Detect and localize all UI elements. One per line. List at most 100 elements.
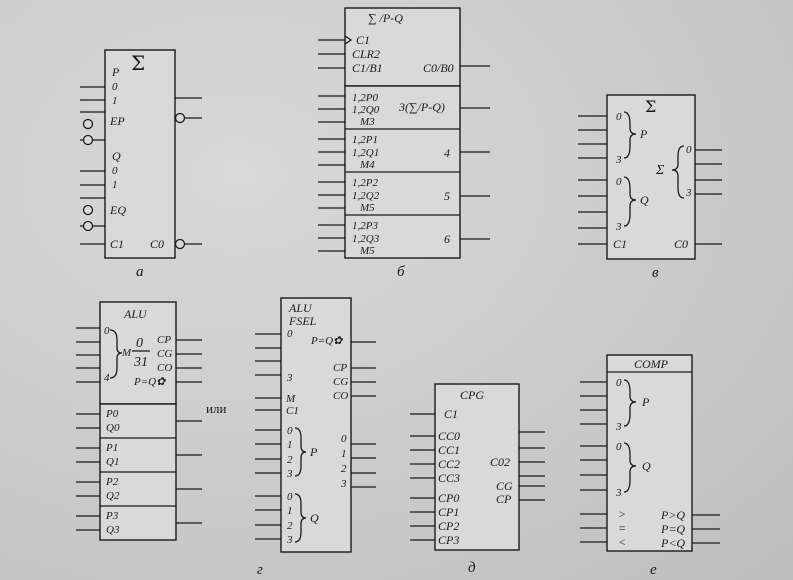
alu-control-block <box>99 301 177 405</box>
v-p0: 0 <box>616 111 622 123</box>
g-p1: P1 <box>105 442 118 454</box>
g-cp: CP <box>157 334 171 346</box>
sec2-l3: M5 <box>359 202 375 214</box>
e-q0: 0 <box>616 441 622 453</box>
section-3: 1,2P3 1,2Q3 M5 6 <box>352 220 450 257</box>
label-p: P <box>111 65 120 79</box>
cpg-title: CPG <box>460 388 484 402</box>
e-q: Q <box>642 459 651 473</box>
cpg-cp1: CP1 <box>438 505 459 519</box>
section-inputs <box>318 95 345 252</box>
cpg-cp0: CP0 <box>438 491 459 505</box>
sigma-symbol: Σ <box>131 51 145 75</box>
cpg-block <box>434 383 520 551</box>
g-cg: CG <box>157 348 172 360</box>
adder-block-v <box>606 94 696 260</box>
diagram-a: Σ P 0 1 EP Q 0 1 EQ C1 C0 а <box>80 49 202 280</box>
sec3-out: 6 <box>444 232 450 246</box>
cpg-outputs <box>519 431 545 501</box>
g2-cp: CP <box>333 362 347 374</box>
comp-title: COMP <box>634 357 669 371</box>
e-pltq: P<Q <box>660 536 685 550</box>
label-ep: EP <box>109 114 125 128</box>
g-fden: 31 <box>133 355 148 370</box>
alu-title: ALU <box>123 307 148 321</box>
g-q0: Q0 <box>106 422 120 434</box>
v-p3: 3 <box>615 154 622 166</box>
sec2-l2: 1,2Q2 <box>352 190 380 202</box>
v-p: P <box>639 127 648 141</box>
alu-dividers <box>100 437 176 507</box>
label-q: Q <box>112 149 121 163</box>
brace-q-g2 <box>294 493 307 543</box>
sec3-l3: M5 <box>359 245 375 257</box>
caption-a: а <box>136 264 144 280</box>
brace-q-e <box>623 442 637 493</box>
label-clr2: CLR2 <box>352 47 380 61</box>
bubble-out1 <box>174 112 186 124</box>
bubble-out2 <box>174 238 186 250</box>
cpg-cp2: CP2 <box>438 519 459 533</box>
g2-p2: 2 <box>287 454 293 466</box>
label-1: 1 <box>112 95 118 107</box>
g2-m: M <box>285 393 296 405</box>
v-c0: C0 <box>674 237 688 251</box>
g2-p3: 3 <box>286 468 293 480</box>
sec1-l3: M4 <box>359 159 375 171</box>
bubble-ep <box>82 118 94 130</box>
alu2-outputs <box>351 341 376 488</box>
comp-inputs <box>580 381 607 543</box>
brace-p-g2 <box>294 427 307 477</box>
e-peqq: P=Q <box>660 522 685 536</box>
g2-o0: 0 <box>341 433 347 445</box>
cpg-c02: C02 <box>490 455 510 469</box>
sec0-out: 3(∑/P-Q) <box>398 100 445 114</box>
v-c1: C1 <box>613 237 627 251</box>
caption-d: д <box>468 560 476 576</box>
g-p3: P3 <box>105 510 119 522</box>
caption-v: в <box>652 265 659 281</box>
diagram-b: ∑ /P-Q C1 CLR2 C1/B1 C0/B0 1,2P0 1,2Q0 M… <box>318 7 490 280</box>
title-b: ∑ /P-Q <box>368 11 403 25</box>
caption-e: е <box>650 562 657 578</box>
label-c1: C1 <box>110 237 124 251</box>
cpg-cc3: CC3 <box>438 471 460 485</box>
brace-sum-v <box>671 145 685 199</box>
alu2-title: ALU <box>288 301 313 315</box>
brace-p-v <box>623 111 637 159</box>
caption-g: г <box>257 562 263 578</box>
bubble-eq <box>82 204 94 216</box>
g-q3: Q3 <box>106 524 120 536</box>
cpg-cg: CG <box>496 479 513 493</box>
e-q3: 3 <box>615 487 622 499</box>
e-p0: 0 <box>616 377 622 389</box>
g2-p1: 1 <box>287 439 293 451</box>
section-outputs <box>460 107 490 240</box>
label-c0: C0 <box>150 237 164 251</box>
sec1-out: 4 <box>444 146 450 160</box>
adder-block-a <box>104 49 176 259</box>
sec1-l2: 1,2Q1 <box>352 147 379 159</box>
clock-marker <box>344 35 353 45</box>
e-eq: = <box>618 521 626 535</box>
g2-o1: 1 <box>341 448 347 460</box>
cpg-inputs <box>410 413 435 541</box>
g2-q2: 2 <box>287 520 293 532</box>
g2-q3: 3 <box>286 534 293 546</box>
input-lines-v <box>578 115 607 245</box>
g2-q0: 0 <box>287 491 293 503</box>
e-p: P <box>641 395 650 409</box>
diagram-d: CPG C1 CC0 CC1 CC2 CC3 CP0 CP1 CP2 CP3 C… <box>410 383 545 576</box>
brace-q-v <box>623 176 637 227</box>
cpg-cc2: CC2 <box>438 457 460 471</box>
e-pgtq: P>Q <box>660 508 685 522</box>
control-block-b <box>344 7 461 87</box>
g-p0: P0 <box>105 408 119 420</box>
g-p2: P2 <box>105 476 119 488</box>
v-s0: 0 <box>686 144 692 156</box>
v-q0: 0 <box>616 176 622 188</box>
label-1b: 1 <box>112 179 118 191</box>
g2-3: 3 <box>286 372 293 384</box>
label-0: 0 <box>112 81 118 93</box>
comp-block <box>606 354 693 552</box>
